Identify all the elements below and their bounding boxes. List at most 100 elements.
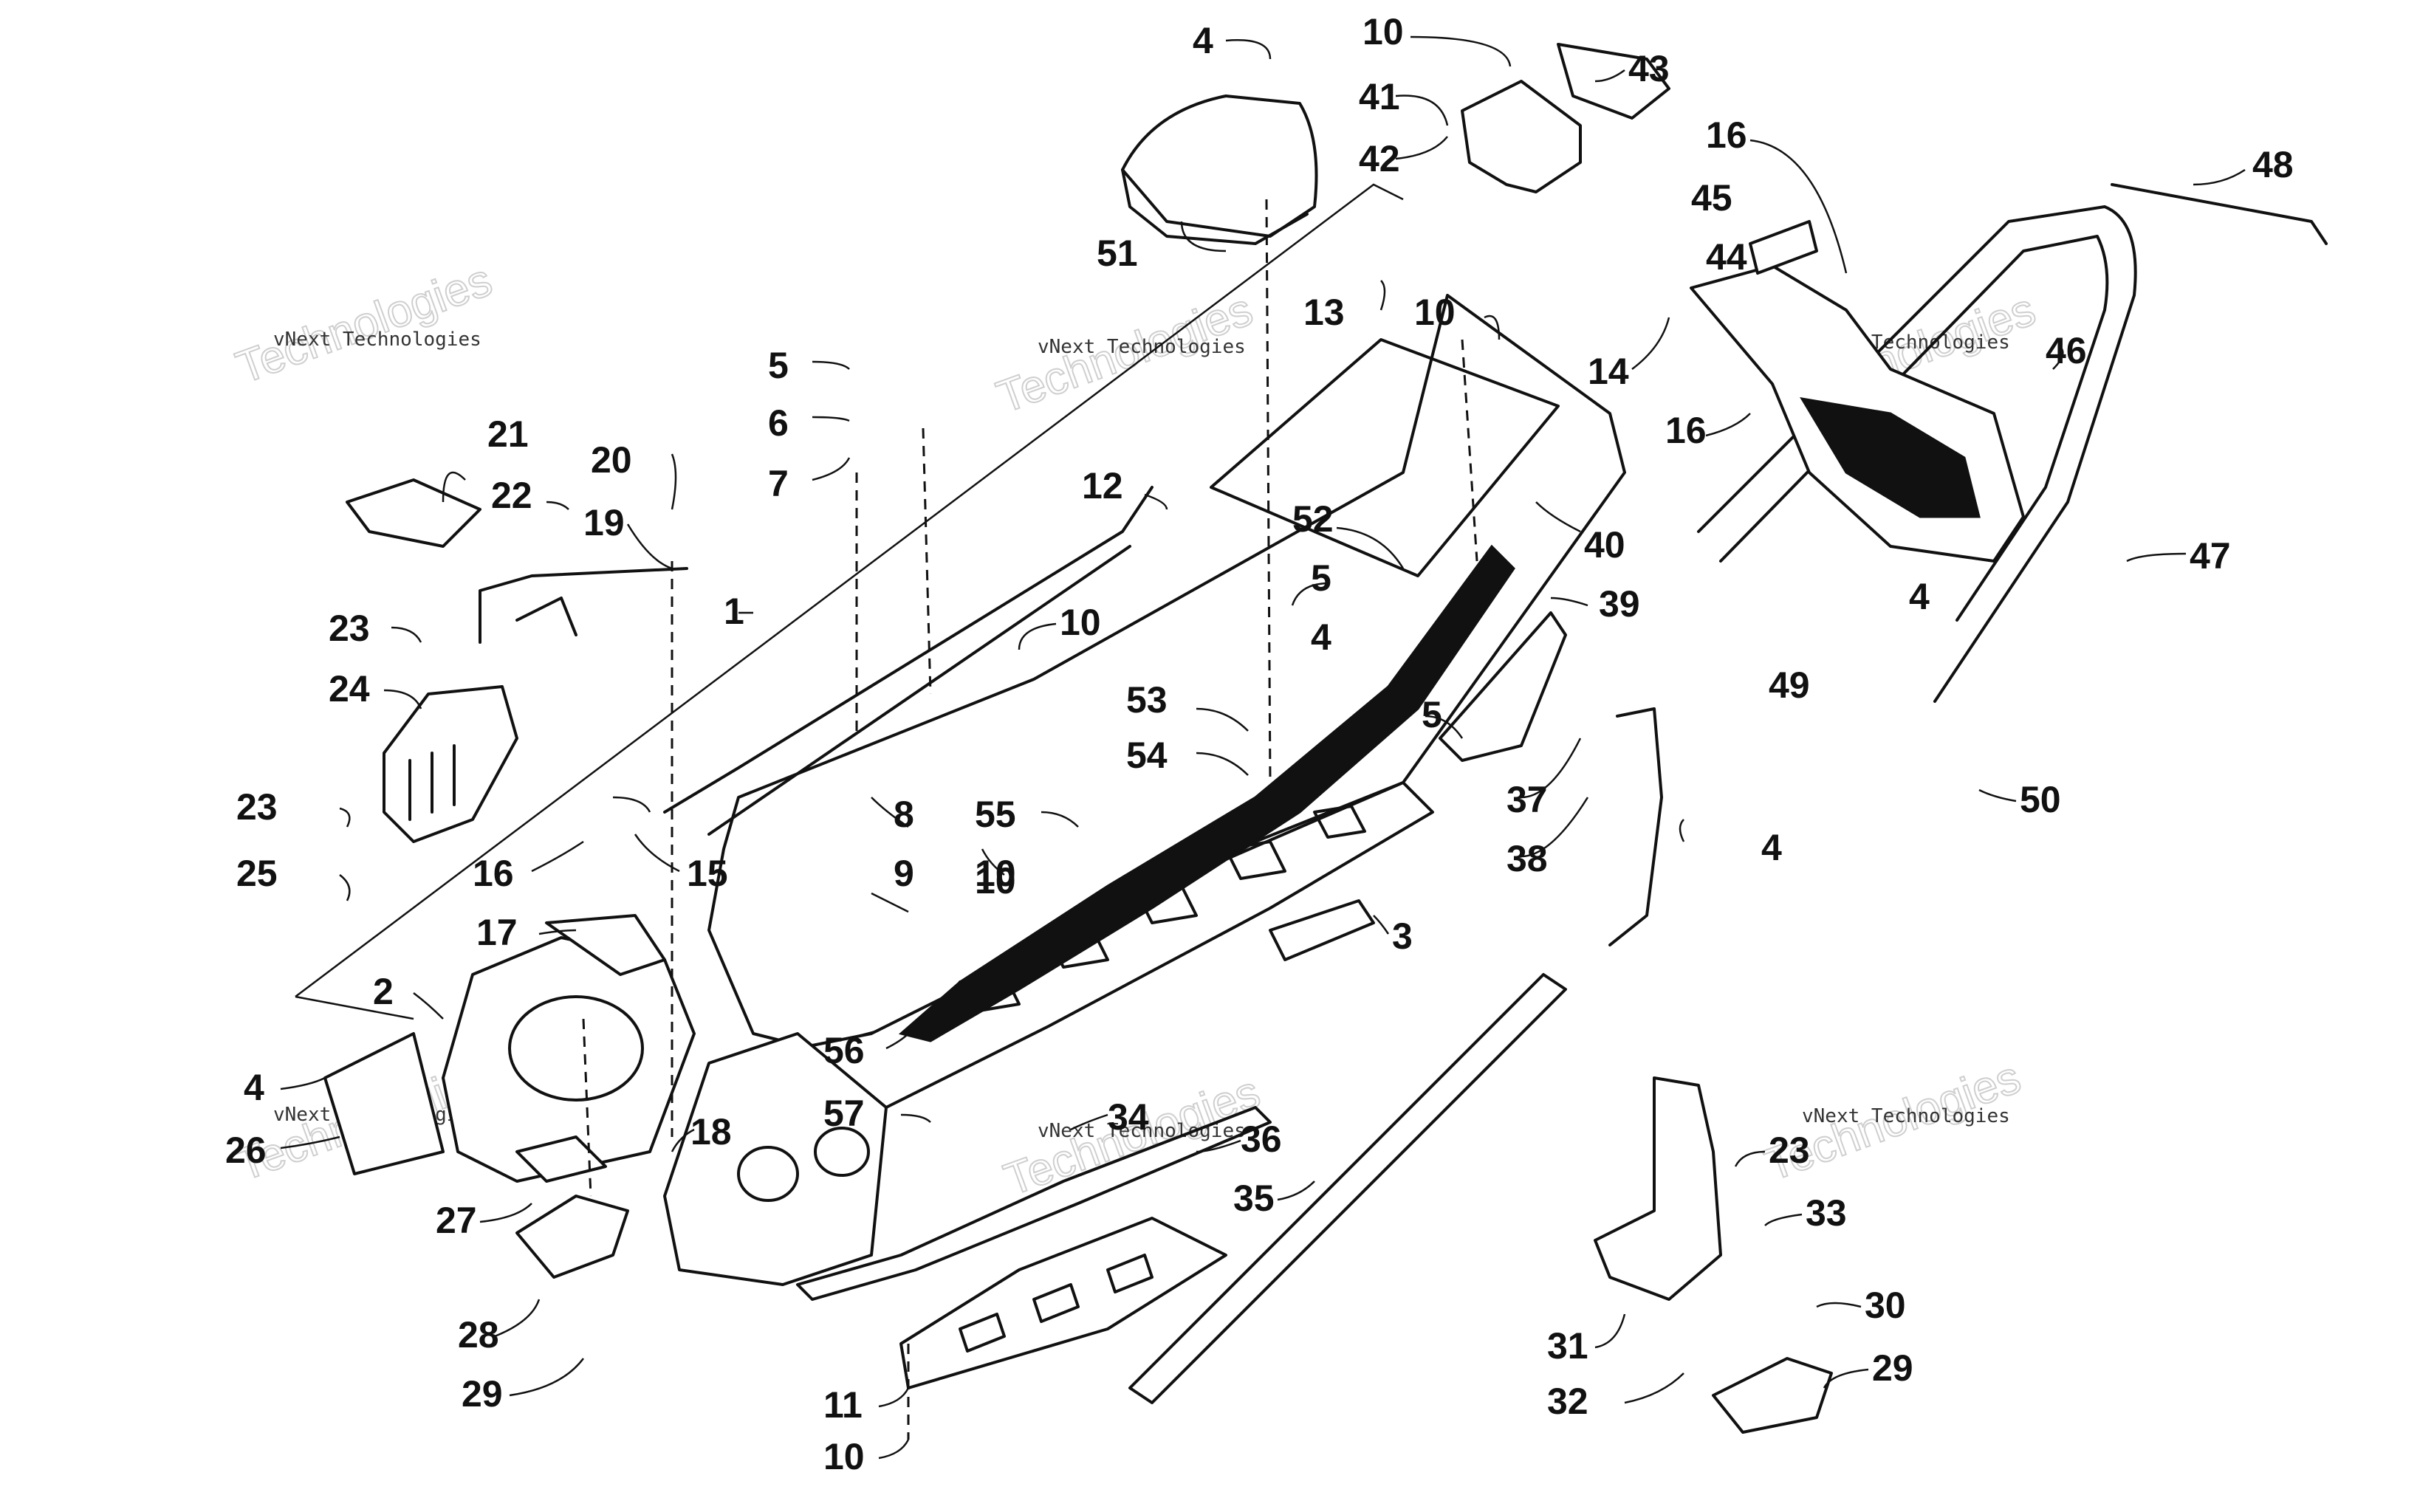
tunnel-left-rail bbox=[663, 486, 1154, 814]
callouts: 4 10 43 41 42 16 45 44 48 46 51 13 10 14… bbox=[225, 11, 2294, 1477]
part-2-opening bbox=[508, 995, 644, 1102]
part-11-cutouts bbox=[959, 1254, 1154, 1353]
callout-label: 16 bbox=[1665, 410, 1707, 451]
tunnel-assembly bbox=[663, 294, 1626, 1301]
callout-label: 43 bbox=[1628, 48, 1670, 89]
bulkhead-hole bbox=[737, 1146, 799, 1202]
callout-label: 14 bbox=[1588, 351, 1629, 392]
callout-label: 2 bbox=[373, 971, 394, 1012]
callout-label: 4 bbox=[1761, 827, 1782, 868]
callout-label: 9 bbox=[894, 853, 914, 894]
callout-label: 23 bbox=[329, 608, 370, 649]
callout-label: 30 bbox=[1865, 1285, 1906, 1326]
callout-label: 47 bbox=[2190, 535, 2231, 577]
part-30-step bbox=[1712, 1357, 1833, 1434]
callout-label: 35 bbox=[1233, 1178, 1275, 1219]
part-45-strip bbox=[1749, 220, 1818, 275]
callout-label: 40 bbox=[1584, 524, 1625, 566]
part-3-bracket bbox=[1269, 899, 1375, 961]
part-48-decal bbox=[2111, 183, 2328, 245]
footrest-assembly bbox=[515, 1076, 1833, 1434]
callout-label: 7 bbox=[768, 463, 789, 504]
callout-label: 10 bbox=[1060, 602, 1101, 643]
callout-label: 4 bbox=[1311, 616, 1331, 658]
callout-label: 4 bbox=[1193, 20, 1213, 61]
part-19-arm bbox=[479, 567, 688, 644]
part-47-bumper-tube bbox=[1697, 205, 2137, 703]
tunnel-left-rail-inner bbox=[707, 545, 1131, 836]
rear-bracket-assembly bbox=[1461, 43, 1670, 193]
callout-label: 54 bbox=[1126, 735, 1168, 776]
part-37-panel bbox=[1439, 611, 1567, 762]
part-24-slots bbox=[408, 744, 456, 821]
part-35-rail bbox=[1128, 973, 1567, 1404]
callout-label: 29 bbox=[462, 1373, 503, 1415]
callout-label: 20 bbox=[591, 439, 632, 481]
bulkhead-hole bbox=[814, 1127, 870, 1177]
running-board-lower bbox=[796, 1106, 1272, 1301]
callout-label: 26 bbox=[225, 1130, 267, 1171]
callout-label: 31 bbox=[1547, 1325, 1588, 1367]
callout-label: 51 bbox=[1097, 233, 1138, 274]
callout-label: 57 bbox=[823, 1093, 865, 1134]
watermark-small: vNext Technologies bbox=[273, 329, 481, 351]
callout-label: 48 bbox=[2252, 144, 2294, 185]
seat-assembly bbox=[1121, 94, 1318, 245]
callout-label: 11 bbox=[823, 1384, 863, 1426]
frame-line bbox=[295, 183, 1404, 997]
callout-label: 38 bbox=[1506, 838, 1548, 879]
callout-label: 4 bbox=[244, 1067, 264, 1108]
callout-label: 4 bbox=[1909, 576, 1930, 617]
watermark-small: vNext Technologies bbox=[1038, 336, 1246, 358]
rear-deck-panel bbox=[1210, 338, 1560, 577]
callout-label: 44 bbox=[1706, 236, 1747, 278]
callout-label: 15 bbox=[687, 853, 728, 894]
rail-assembly bbox=[1128, 611, 1663, 1404]
callout-label: 24 bbox=[329, 668, 370, 709]
callout-label: 23 bbox=[1769, 1130, 1810, 1171]
callout-label: 1 bbox=[724, 591, 744, 632]
part-21-cover bbox=[346, 478, 481, 548]
part-2-bracket bbox=[442, 936, 696, 1183]
callout-label: 16 bbox=[473, 853, 514, 894]
callout-label: 6 bbox=[768, 402, 789, 444]
callout-label: 10 bbox=[975, 853, 1016, 894]
callout-label: 39 bbox=[1599, 583, 1640, 625]
callout-label: 25 bbox=[236, 853, 278, 894]
callout-label: 29 bbox=[1872, 1347, 1913, 1389]
callout-label: 5 bbox=[1422, 694, 1442, 735]
callout-label: 27 bbox=[436, 1200, 477, 1241]
callout-label: 36 bbox=[1241, 1118, 1282, 1160]
part-51-seat-lower bbox=[1121, 168, 1309, 245]
callout-label: 32 bbox=[1547, 1381, 1588, 1422]
assembly-lines bbox=[582, 199, 1478, 1440]
callout-label: 10 bbox=[1414, 292, 1456, 333]
group-frame bbox=[295, 183, 1404, 1020]
snowflap-assembly bbox=[1690, 220, 2025, 563]
part-44-flap-dark bbox=[1800, 396, 1981, 518]
callout-label: 34 bbox=[1108, 1096, 1149, 1138]
skid-plate bbox=[899, 1217, 1227, 1389]
steering-assembly bbox=[346, 478, 688, 843]
frame-line bbox=[295, 995, 414, 1020]
callout-label: 22 bbox=[491, 475, 532, 516]
tunnel-decal bbox=[898, 544, 1515, 1042]
callout-label: 16 bbox=[1706, 114, 1747, 156]
callout-label: 56 bbox=[823, 1030, 865, 1071]
callout-label: 23 bbox=[236, 786, 278, 828]
part-26-guard bbox=[323, 1032, 445, 1175]
front-bulkhead bbox=[663, 1032, 888, 1286]
callout-label: 53 bbox=[1126, 679, 1168, 721]
part-51-seat bbox=[1121, 94, 1318, 238]
part-31-footrest bbox=[1594, 1076, 1722, 1301]
watermark-small: vNext Technologies bbox=[1802, 1105, 2010, 1127]
callout-label: 10 bbox=[823, 1436, 865, 1477]
callout-label: 5 bbox=[768, 345, 789, 386]
callout-label: 10 bbox=[975, 860, 1016, 901]
callout-label: 28 bbox=[458, 1314, 499, 1355]
callout-label: 41 bbox=[1359, 76, 1400, 117]
part-47-bumper-tube-inner bbox=[1719, 235, 2109, 622]
callout-label: 5 bbox=[1311, 557, 1331, 599]
part-38-strap bbox=[1608, 707, 1663, 946]
